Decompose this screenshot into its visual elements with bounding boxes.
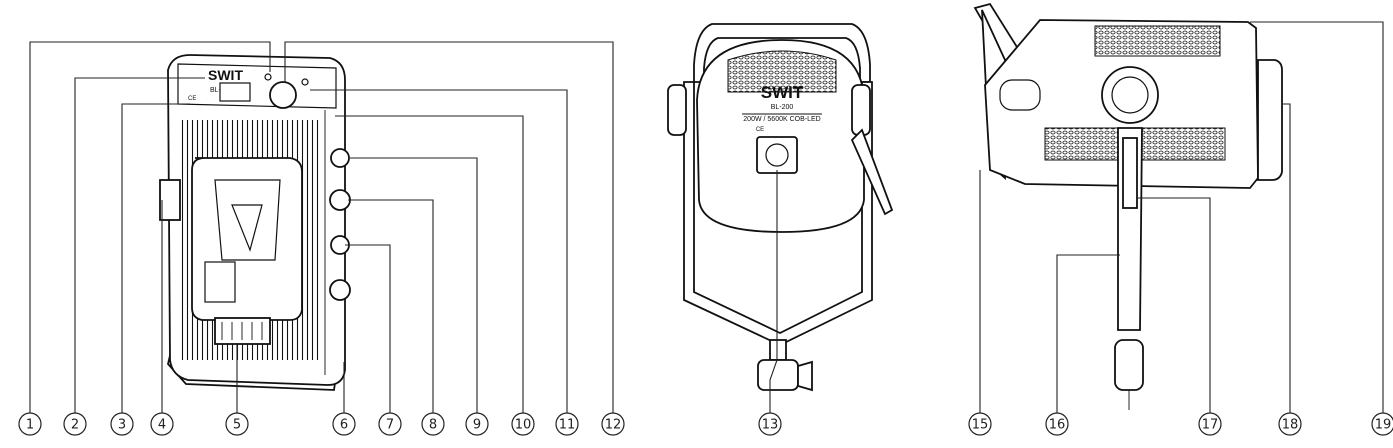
- top-indicator: [264, 73, 272, 81]
- callout-15: 15: [968, 412, 992, 436]
- callout-8: 8: [421, 412, 445, 436]
- control-knob: [269, 81, 297, 109]
- callout-3: 3: [110, 412, 134, 436]
- tilt-lever: [850, 128, 894, 216]
- svg-text:19: 19: [1375, 418, 1392, 433]
- svg-text:1: 1: [26, 418, 34, 433]
- leader-lines: [29, 21, 1384, 413]
- rear-model: BL-200: [771, 104, 794, 111]
- svg-text:8: 8: [429, 418, 437, 433]
- rear-spec: 200W / 5600K COB-LED: [743, 116, 820, 123]
- dc-input-port: [330, 148, 350, 168]
- callout-18: 18: [1278, 412, 1302, 436]
- top-vents: [1094, 25, 1221, 57]
- mounting-clamp: [159, 179, 181, 221]
- top-screw: [301, 78, 309, 86]
- tilt-hub-inner: [1111, 76, 1149, 114]
- lamp-rear-figure: SWIT BL-200 200W / 5600K COB-LED CE: [667, 23, 894, 392]
- battery-label: [204, 261, 236, 303]
- callout-markers: 1 2 3 4 5 6 7 8 9 10 11 12 13 15 16 17 1…: [18, 412, 1393, 436]
- connector-socket: [765, 143, 789, 167]
- mount-spigot: [769, 339, 787, 361]
- svg-text:2: 2: [71, 418, 79, 433]
- xlr-port-1: [329, 189, 351, 211]
- callout-6: 6: [332, 412, 356, 436]
- front-mount: [1257, 59, 1283, 181]
- control-box-figure: SWIT BL-200 CE: [159, 54, 351, 391]
- callout-11: 11: [555, 412, 579, 436]
- callout-13: 13: [758, 412, 782, 436]
- callout-1: 1: [18, 412, 42, 436]
- callout-12: 12: [601, 412, 625, 436]
- svg-text:12: 12: [605, 418, 622, 433]
- yoke-slot: [999, 79, 1041, 111]
- svg-text:17: 17: [1202, 418, 1219, 433]
- top-panel: [177, 63, 337, 109]
- box-cert-mark: CE: [188, 96, 196, 102]
- svg-text:10: 10: [515, 418, 532, 433]
- callout-4: 4: [150, 412, 174, 436]
- callout-16: 16: [1045, 412, 1069, 436]
- svg-text:16: 16: [1049, 418, 1066, 433]
- lock-lever: [1122, 137, 1138, 209]
- svg-text:5: 5: [233, 418, 241, 433]
- callout-17: 17: [1198, 412, 1222, 436]
- callout-19: 19: [1371, 412, 1393, 436]
- svg-text:6: 6: [340, 418, 348, 433]
- svg-text:9: 9: [473, 418, 481, 433]
- left-yoke-knob: [667, 84, 687, 136]
- callout-10: 10: [511, 412, 535, 436]
- svg-text:7: 7: [386, 418, 394, 433]
- stand-adapter: [1114, 339, 1144, 391]
- lamp-side-figure: [973, 2, 1283, 410]
- display-screen: [219, 82, 251, 102]
- svg-text:3: 3: [118, 418, 126, 433]
- callout-9: 9: [465, 412, 489, 436]
- stand-clamp: [757, 359, 799, 391]
- battery-terminal: [214, 317, 271, 345]
- callout-5: 5: [225, 412, 249, 436]
- svg-text:4: 4: [158, 418, 166, 433]
- right-yoke-knob: [851, 84, 871, 136]
- xlr-port-2: [329, 279, 351, 301]
- rear-brand: SWIT: [761, 83, 804, 102]
- svg-text:11: 11: [559, 418, 576, 433]
- callout-7: 7: [378, 412, 402, 436]
- svg-text:13: 13: [762, 418, 779, 433]
- callout-2: 2: [63, 412, 87, 436]
- v-mount-slot: [231, 204, 263, 252]
- svg-text:18: 18: [1282, 418, 1299, 433]
- svg-text:15: 15: [972, 418, 989, 433]
- box-brand: SWIT: [208, 67, 243, 83]
- rear-cert: CE: [756, 127, 764, 133]
- clamp-handle: [797, 360, 813, 392]
- rear-vent-grille: [727, 50, 837, 93]
